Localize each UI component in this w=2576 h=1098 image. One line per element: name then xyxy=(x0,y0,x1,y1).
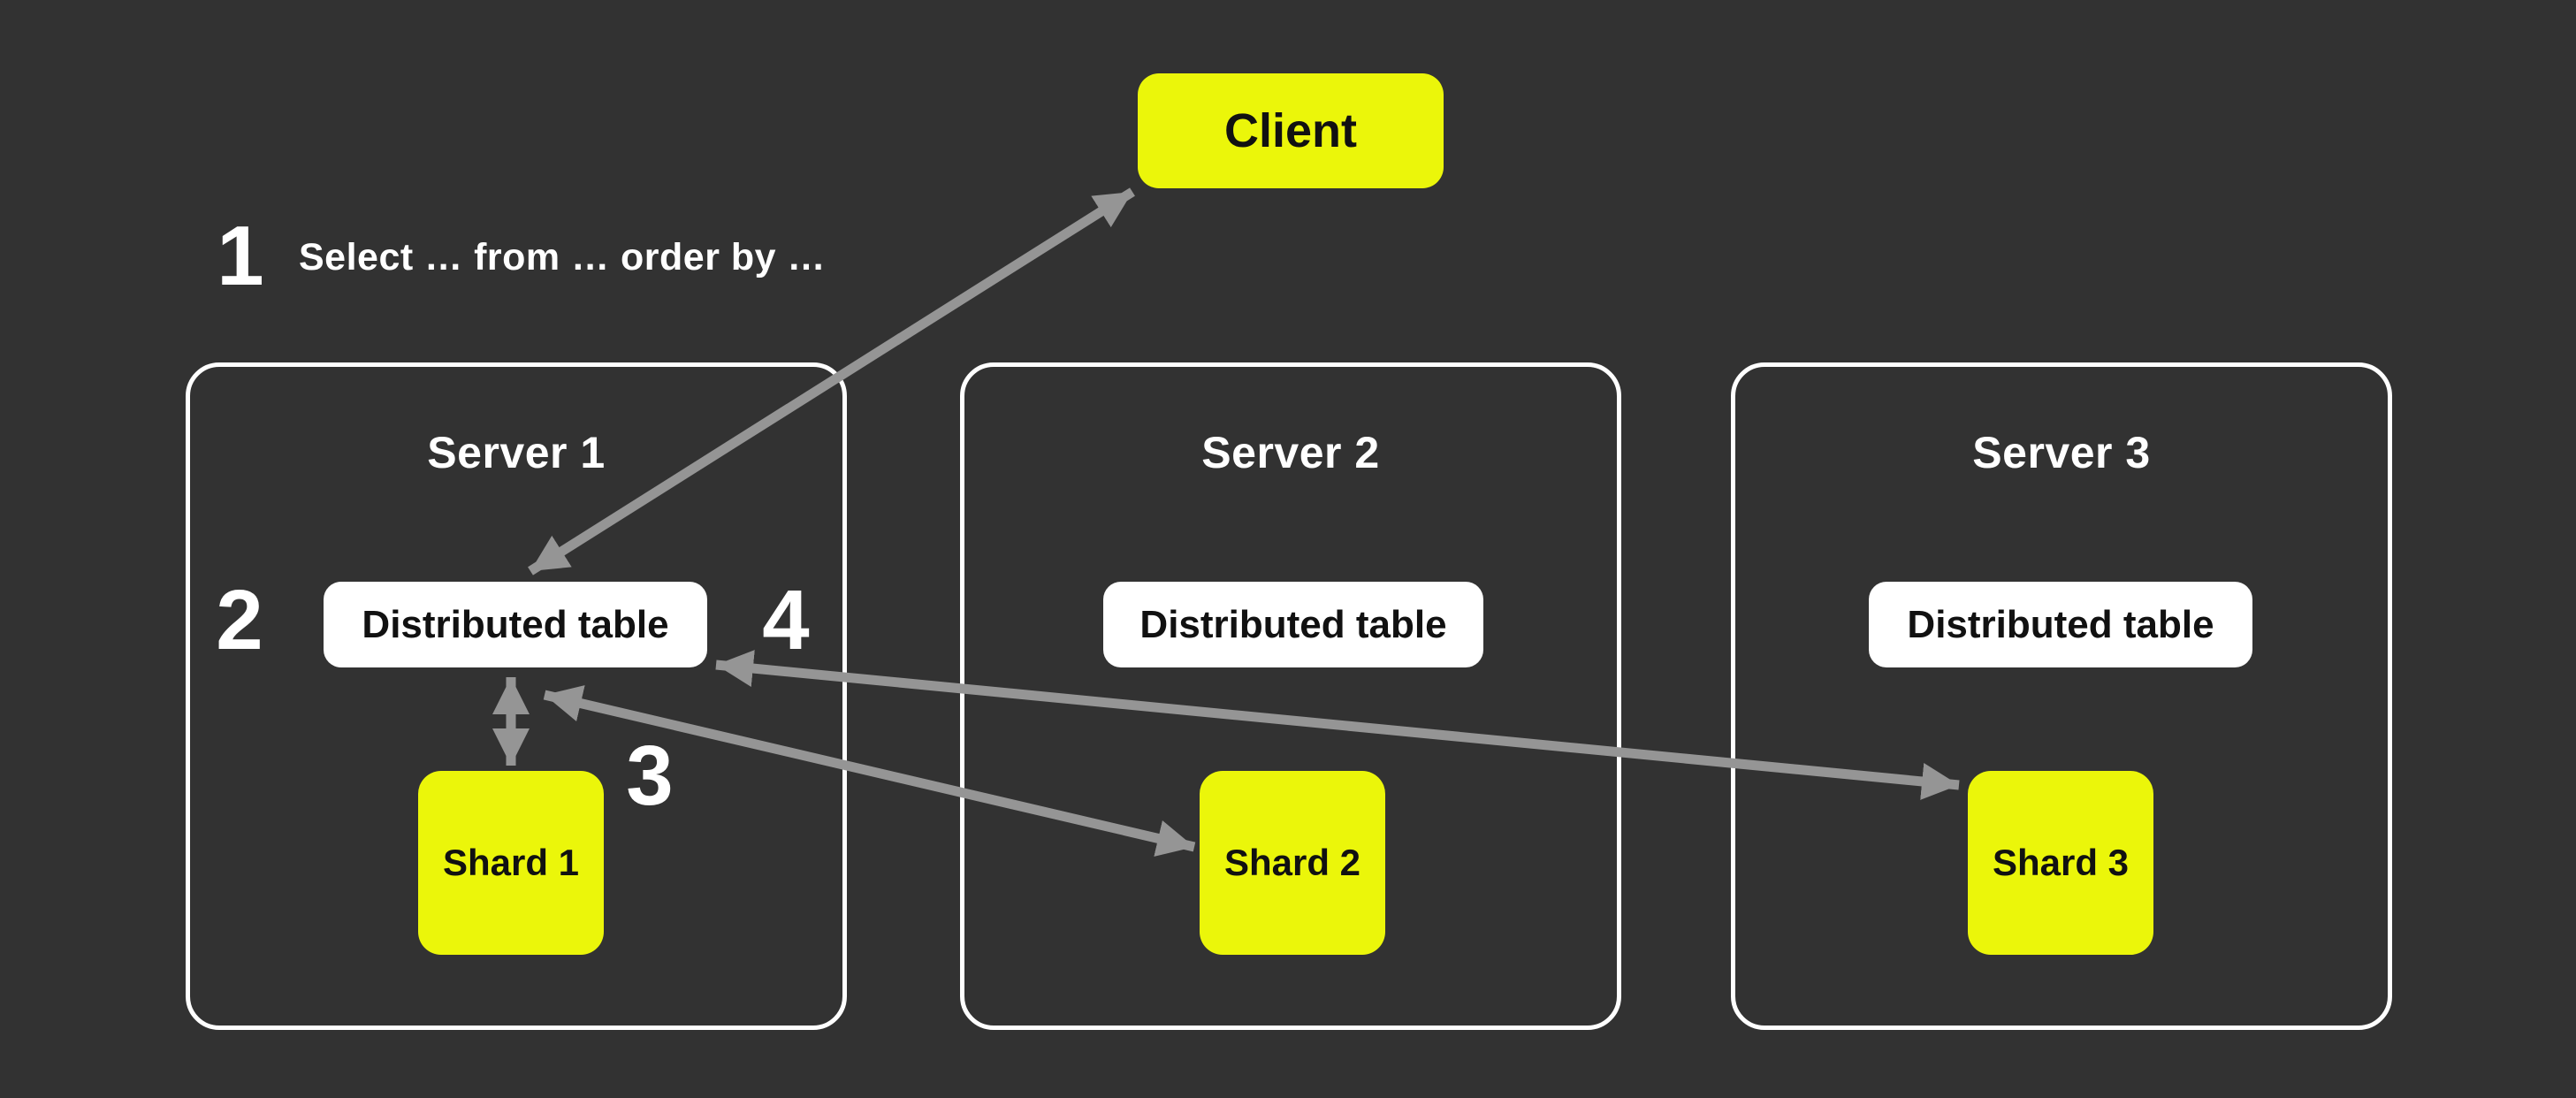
step-1-number: 1 xyxy=(217,209,264,303)
server-2-distributed-table: Distributed table xyxy=(1103,582,1483,667)
server-2-shard-label: Shard 2 xyxy=(1223,842,1361,883)
server-1-distributed-table: Distributed table xyxy=(324,582,707,667)
server-3-shard-label: Shard 3 xyxy=(1992,842,2130,883)
step-1-query-text: Select … from … order by … xyxy=(299,236,827,278)
server-1-shard-label: Shard 1 xyxy=(442,842,580,883)
server-3-label: Server 3 xyxy=(1972,428,2151,477)
server-3-distributed-table: Distributed table xyxy=(1869,582,2252,667)
step-4-number: 4 xyxy=(762,573,810,667)
server-2-distributed-table-label: Distributed table xyxy=(1139,602,1447,646)
client-label: Client xyxy=(1223,104,1357,157)
server-1-label: Server 1 xyxy=(427,428,606,477)
server-1-distributed-table-label: Distributed table xyxy=(362,602,669,646)
server-2-label: Server 2 xyxy=(1201,428,1380,477)
server-3-shard: Shard 3 xyxy=(1968,771,2153,955)
client-node: Client xyxy=(1138,73,1444,188)
server-1-shard: Shard 1 xyxy=(418,771,604,955)
server-2-shard: Shard 2 xyxy=(1200,771,1385,955)
server-3-distributed-table-label: Distributed table xyxy=(1907,602,2214,646)
step-3-number: 3 xyxy=(626,728,674,823)
step-2-number: 2 xyxy=(216,573,263,667)
